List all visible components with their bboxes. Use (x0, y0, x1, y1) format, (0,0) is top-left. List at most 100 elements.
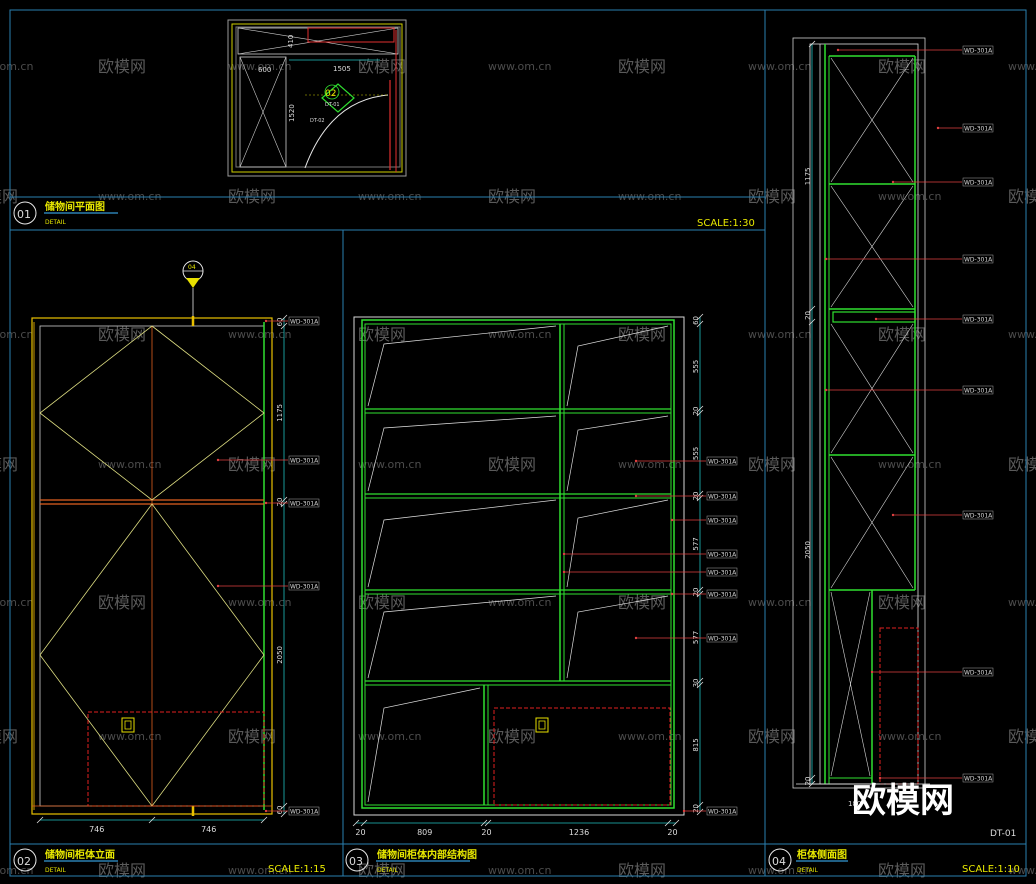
brand-logo: 欧模网 (852, 781, 954, 821)
material-tag: WD-301A (290, 809, 319, 816)
svg-text:04: 04 (772, 855, 786, 868)
dimension-label: 60 (692, 316, 700, 325)
watermark-url: www.om.cn (488, 596, 551, 609)
material-tag: WD-301A (964, 126, 993, 133)
dimension-label: 577 (692, 537, 700, 550)
svg-text:02: 02 (17, 855, 31, 868)
cabinet-elevation: 04 (31, 260, 273, 816)
material-tag: WD-301A (708, 494, 737, 501)
watermark-url: www.om.cn (358, 730, 421, 743)
material-tag: WD-301A (964, 180, 993, 187)
material-tag: WD-301A (964, 48, 993, 55)
cabinet-interior (353, 316, 685, 816)
dimension-label: 20 (481, 828, 491, 837)
watermark-text: 欧模网 (618, 57, 666, 76)
plan-dim: 410 (287, 35, 295, 48)
watermark-text: 欧模网 (748, 455, 796, 474)
watermark-url: www.om.cn (0, 328, 33, 341)
svg-text:DETAIL: DETAIL (377, 867, 398, 874)
svg-text:04: 04 (188, 264, 196, 271)
svg-text:SCALE:1:10: SCALE:1:10 (962, 864, 1020, 875)
panel-02-title: 02 储物间柜体立面 DETAIL SCALE:1:15 (13, 848, 326, 875)
material-tag: WD-301A (708, 809, 737, 816)
watermark-url: www.om.cn (228, 60, 291, 73)
dimension-label: 577 (692, 631, 700, 644)
dimension-label: 180 (848, 800, 861, 808)
svg-text:DETAIL: DETAIL (45, 867, 66, 874)
dimension-label: 20 (804, 311, 812, 320)
watermark-text: 欧模网 (358, 325, 406, 344)
svg-text:DT-01: DT-01 (325, 102, 340, 108)
watermark-url: www.om.cn (748, 60, 811, 73)
dimension-label: 1236 (569, 828, 589, 837)
plan-view-tag: 02 DT-01 DT-02 (310, 83, 355, 124)
watermark-text: 欧模网 (618, 593, 666, 612)
watermark-url: www.om.cn (1008, 60, 1036, 73)
watermark-text: 欧模网 (748, 187, 796, 206)
dimension-label: 1175 (276, 404, 284, 422)
dimension-label: 20 (667, 828, 677, 837)
svg-text:SCALE:1:30: SCALE:1:30 (697, 218, 755, 229)
dimension-label: 815 (692, 738, 700, 751)
material-tag: WD-301A (290, 458, 319, 465)
dimension-label: 2050 (804, 541, 812, 559)
dimension-label: 30 (692, 678, 700, 687)
watermark-text: 欧模网 (488, 455, 536, 474)
side-material-tags: WD-301AWD-301AWD-301AWD-301AWD-301AWD-30… (824, 45, 994, 783)
dimension-label: 746 (89, 825, 104, 834)
plan-dim: 600 (258, 66, 271, 74)
panel-01-title: 01 储物间平面图 DETAIL SCALE:1:30 (13, 200, 755, 229)
watermark-url: www.om.cn (618, 458, 681, 471)
dimension-label: 746 (201, 825, 216, 834)
watermark-text: 欧模网 (878, 593, 926, 612)
dimension-label: 555 (692, 360, 700, 373)
watermark-url: www.om.cn (0, 864, 33, 877)
drawing-code: DT-01 (990, 829, 1016, 839)
watermark-url: www.om.cn (878, 190, 941, 203)
panel-04-title: 04 柜体侧面图 DETAIL SCALE:1:10 (768, 848, 1020, 875)
watermark-url: www.om.cn (748, 596, 811, 609)
dimension-label: 20 (692, 587, 700, 596)
svg-text:SCALE:1:15: SCALE:1:15 (268, 864, 326, 875)
dimension-label: 2050 (276, 646, 284, 664)
material-tag: WD-301A (964, 513, 993, 520)
watermark-text: 欧模网 (98, 325, 146, 344)
dimension-label: 60 (276, 805, 284, 814)
material-tag: WD-301A (708, 570, 737, 577)
svg-text:01: 01 (17, 208, 31, 221)
watermark-url: www.om.cn (228, 864, 291, 877)
watermark-text: 欧模网 (0, 187, 18, 206)
material-tag: WD-301A (708, 518, 737, 525)
side-dimensions: 1175 20 2050 20 180 (804, 40, 861, 808)
material-tag: WD-301A (708, 459, 737, 466)
watermark-text: 欧模网 (618, 861, 666, 880)
watermark-text: 欧模网 (98, 861, 146, 880)
watermark-url: www.om.cn (0, 596, 33, 609)
watermark-url: www.om.cn (488, 864, 551, 877)
watermark-url: www.om.cn (98, 730, 161, 743)
dimension-label: 20 (804, 776, 812, 785)
material-tag: WD-301A (290, 319, 319, 326)
dimension-label: 1175 (804, 167, 812, 185)
watermark-url: www.om.cn (358, 458, 421, 471)
watermark-url: www.om.cn (228, 328, 291, 341)
dimension-label: 20 (276, 497, 284, 506)
dimension-label: 20 (355, 828, 365, 837)
watermark-text: 欧模网 (1008, 187, 1036, 206)
watermark-text: 欧模网 (98, 57, 146, 76)
watermark-url: www.om.cn (878, 730, 941, 743)
svg-text:DETAIL: DETAIL (45, 219, 66, 226)
material-tag: WD-301A (964, 670, 993, 677)
watermark-text: 欧模网 (228, 727, 276, 746)
watermark-url: www.om.cn (878, 458, 941, 471)
interior-material-tags: WD-301AWD-301AWD-301AWD-301AWD-301AWD-30… (562, 456, 738, 816)
watermark-text: 欧模网 (1008, 455, 1036, 474)
plan-dim: 1505 (333, 65, 351, 73)
material-tag: WD-301A (290, 584, 319, 591)
watermark-text: 欧模网 (358, 57, 406, 76)
dimension-label: 20 (692, 804, 700, 813)
dimension-label: 60 (276, 317, 284, 326)
watermark-text: 欧模网 (0, 727, 18, 746)
